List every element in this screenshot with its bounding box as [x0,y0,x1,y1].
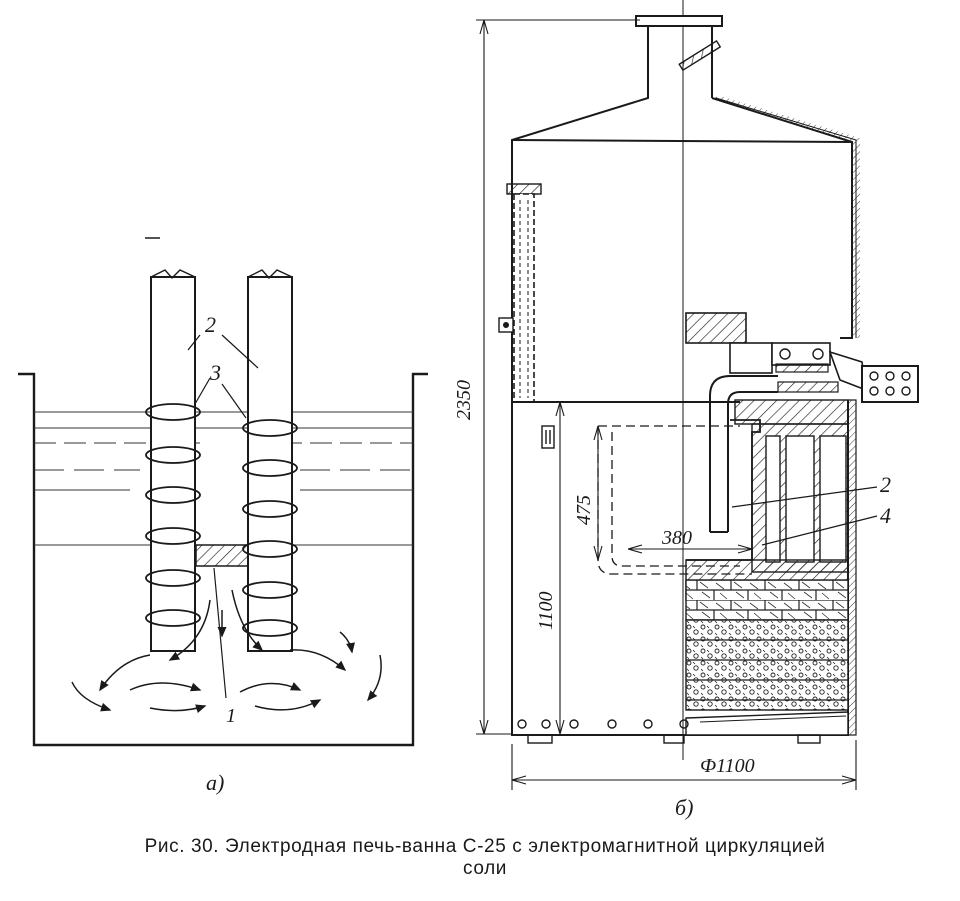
dim-bath-height: 1100 [535,591,557,630]
caption-line-1: Рис. 30. Электродная печь-ванна С-25 с э… [144,836,826,857]
crucible [597,425,752,575]
damper [678,39,722,72]
electrode-b [709,375,778,533]
busbar-terminal [771,342,919,403]
door-frame [498,183,542,403]
figure-caption: Рис. 30. Электродная печь-ванна С-25 с э… [0,836,960,880]
electrode-left [150,269,196,652]
coil-right [242,419,298,637]
callout-electrode-b: 2 [880,472,891,497]
circulation-arrows [71,589,382,714]
insulation-layer [685,619,849,711]
leaders-b [731,486,878,546]
wall-plug [541,425,555,449]
hood-wall-hatch [712,96,860,338]
casing-wall-right [847,399,857,736]
bath-a [18,372,428,747]
firebrick-rows [685,579,849,621]
figure-b: 2350 1100 475 380 Ф1100 2 4 б) [453,0,919,820]
dim-diameter: Ф1100 [700,755,755,777]
jumper-bar [195,544,249,567]
callout-crucible-b: 4 [880,503,891,528]
figure-a-label: а) [206,770,224,795]
lining-blocks [765,435,847,563]
insulation-rows [686,639,848,701]
lid-block [685,312,747,344]
base-plate [685,711,849,736]
callout-jumper-a: 1 [226,705,236,727]
dim-salt-depth: 475 [573,495,595,525]
lid-base [729,342,773,374]
crucible-wall [686,419,761,561]
salt-level-lines [34,411,413,546]
leaders-a [187,334,259,699]
callout-coil-a: 3 [209,360,221,385]
base-bolts [517,719,821,744]
coil-left [145,403,201,627]
figure-a: 2 3 1 а) [18,237,428,795]
figure-b-label: б) [675,795,693,820]
dim-crucible-width: 380 [661,527,692,549]
dimension-lines [476,19,857,790]
dim-total-height: 2350 [453,380,475,420]
caption-line-2: соли [463,858,507,879]
figure-drawing: 2 3 1 а) [18,0,919,820]
callout-electrode-a: 2 [205,312,216,337]
